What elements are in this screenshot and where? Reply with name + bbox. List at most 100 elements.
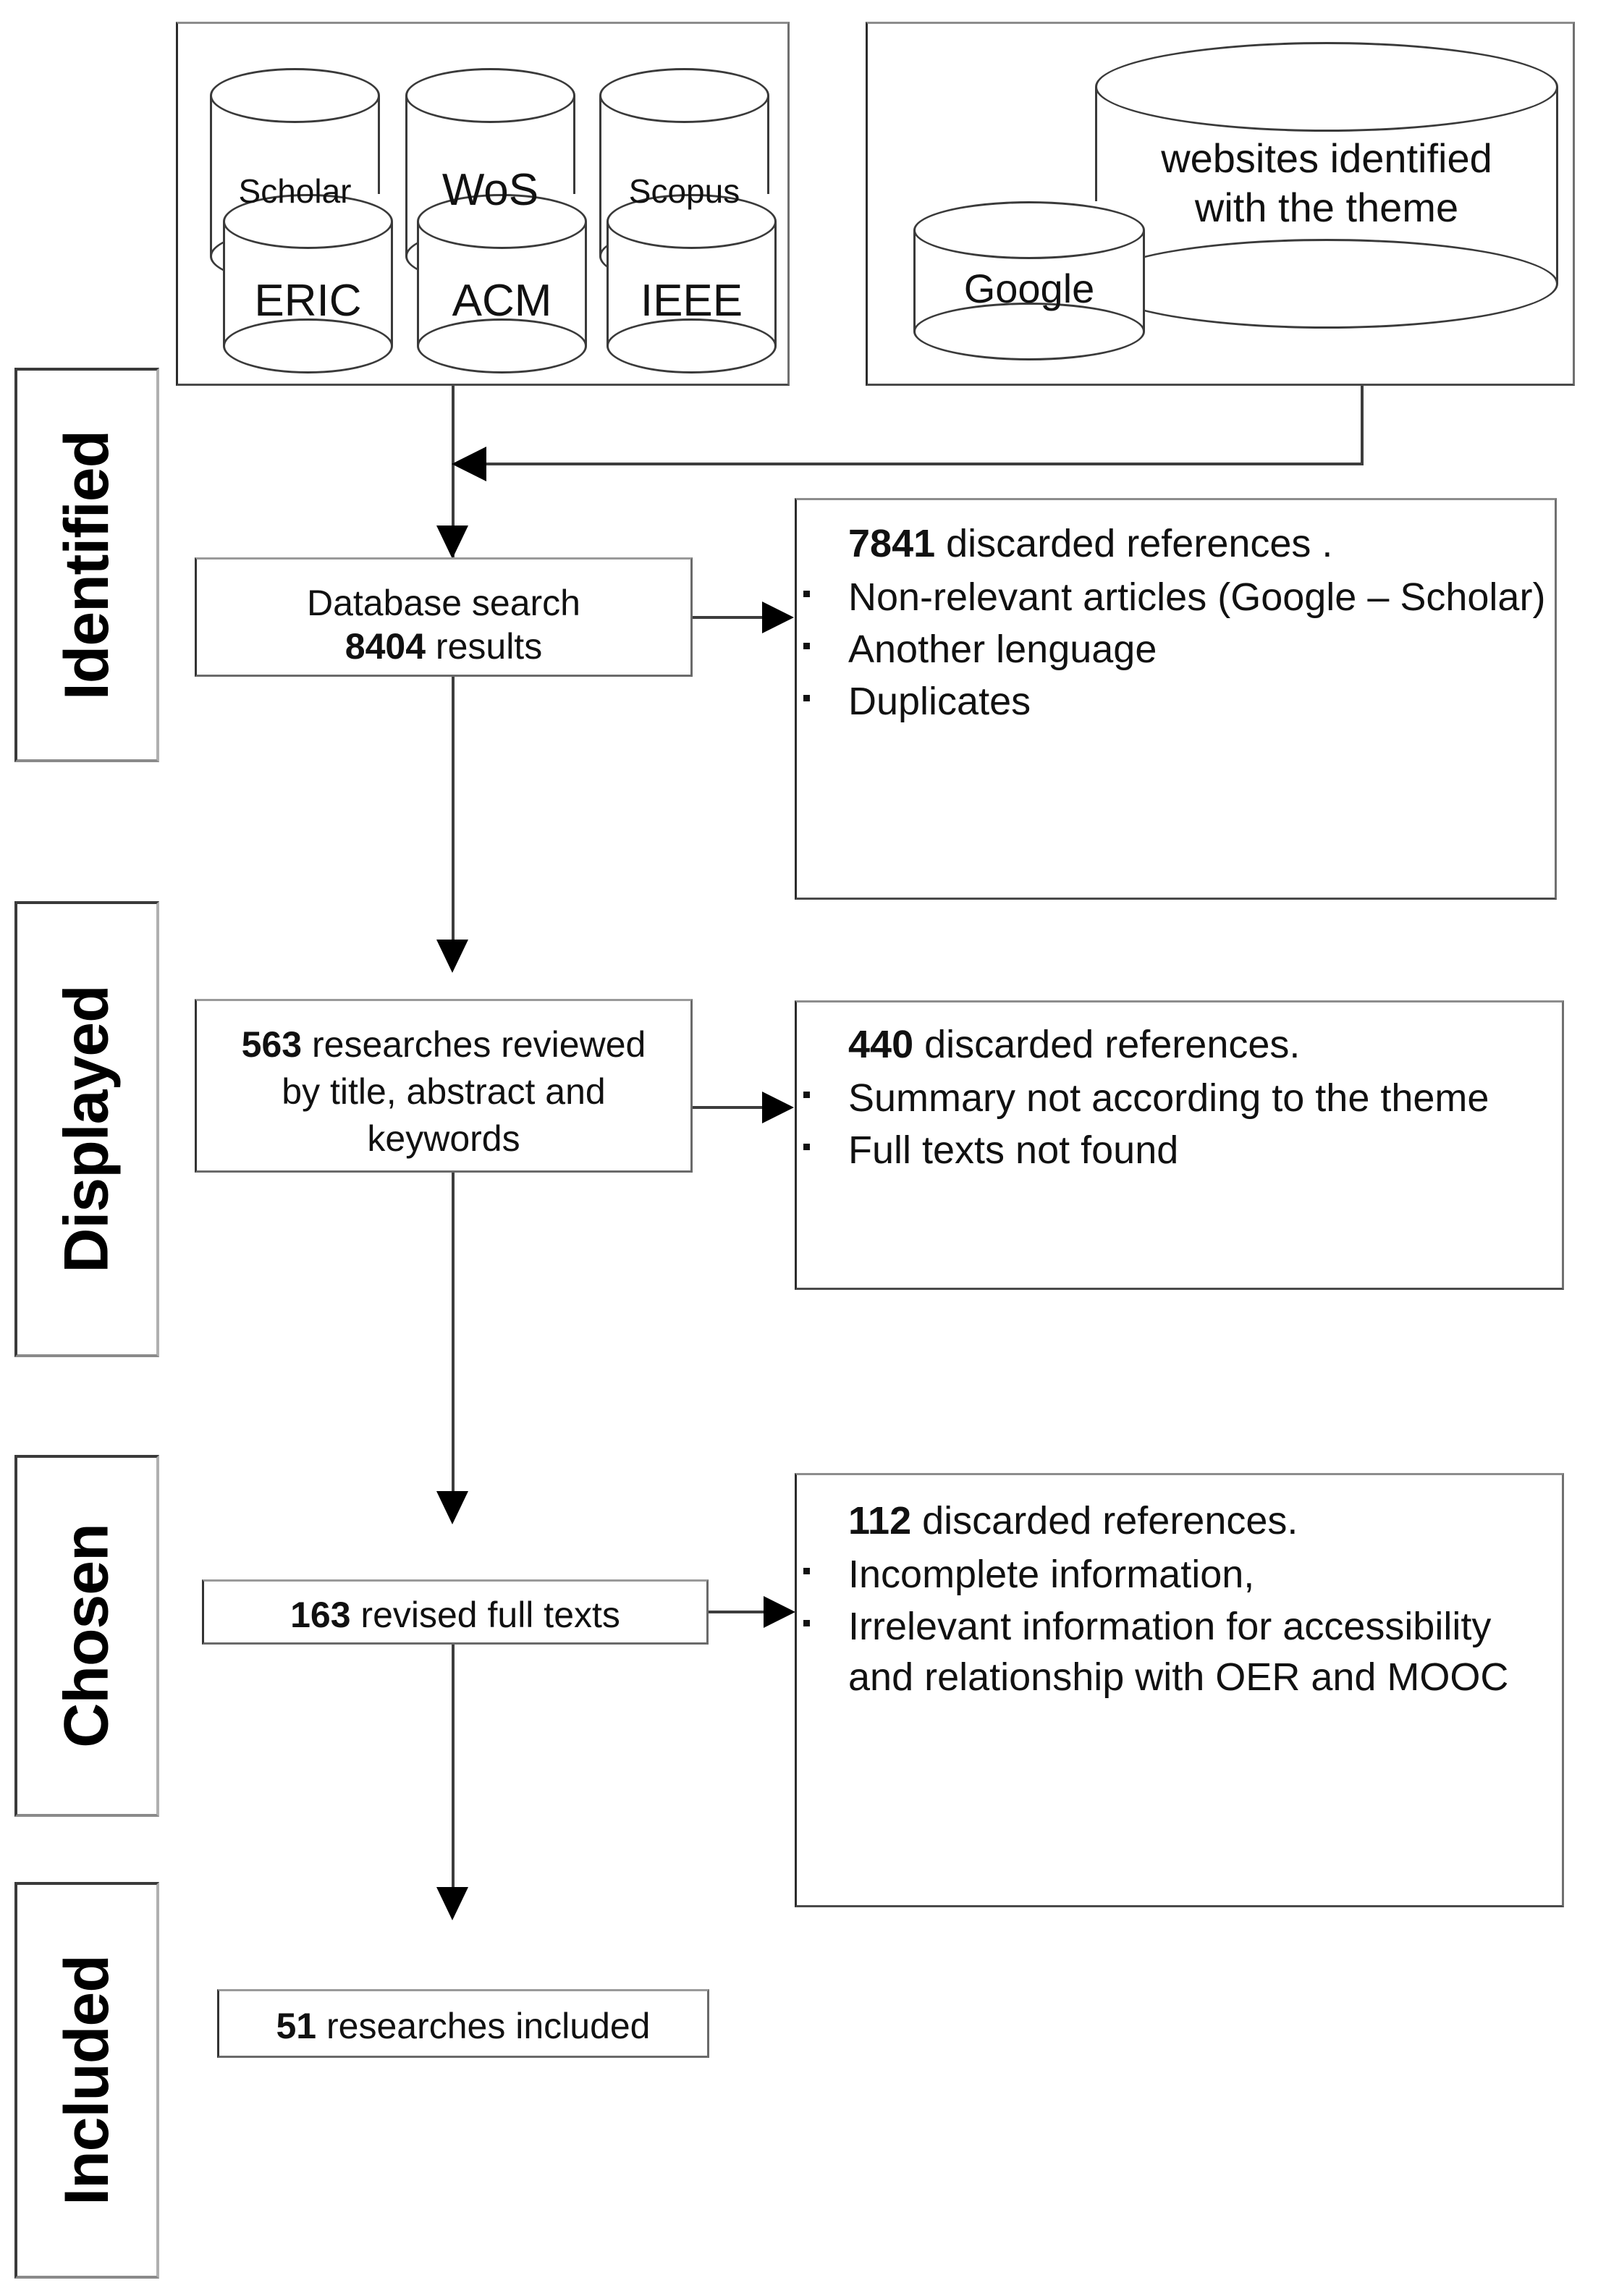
screened-count: 563 [241,1024,303,1065]
cylinder-top-ellipse [1095,42,1558,132]
cylinder-top-ellipse [607,194,777,249]
connector-fulltext-to-exclusion3-arrowhead [764,1596,795,1628]
stage-label-included-text: Included [52,1955,122,2206]
exclusion-count-112: 112 [848,1499,912,1542]
exclusion-content-440: 440 discarded references. Summary not ac… [795,1021,1564,1177]
exclusion-heading-7841: 7841 discarded references . [795,520,1557,569]
fulltext-count-suffix: revised full texts [350,1595,620,1635]
cylinder-bottom-ellipse [417,318,587,373]
database-search-count-suffix: results [426,626,543,667]
exclusion-box-7841 [795,498,1557,900]
stage-label-displayed: Displayed [14,901,159,1357]
included-box: 51 researches included [217,1989,709,2058]
database-cylinder-label: IEEE [640,276,743,326]
database-search-count: 8404 [345,626,426,667]
screened-line2: by title, abstract and [282,1071,606,1112]
list-item: Non-relevant articles (Google – Scholar) [795,572,1557,622]
database-cylinder-ieee: IEEE [607,194,777,373]
connector-screened-to-exclusion2 [693,1106,765,1109]
screened-count-suffix: researches reviewed [302,1024,646,1065]
exclusion-box-440 [795,1000,1564,1290]
bullet-icon [803,590,810,597]
exclusion-reason-text: Full texts not found [848,1128,1179,1172]
websites-cylinder-label-line2: with the theme [1194,185,1459,230]
bullet-icon [803,1143,810,1150]
database-search-line2: 8404 results [197,623,690,670]
connector-websites-horizontal [486,463,1364,465]
stage-label-chosen: Chosen [14,1455,159,1817]
exclusion-reason-text: Duplicates [848,679,1031,723]
exclusion-heading-112: 112 discarded references. [795,1497,1564,1546]
exclusion-box-112 [795,1473,1564,1907]
fulltext-box: 163 revised full texts [202,1579,709,1645]
exclusion-reason-list-112: Incomplete information, Irrelevant infor… [795,1549,1564,1703]
connector-search-to-screened [452,677,455,966]
connector-websites-vertical [1361,386,1364,465]
database-cylinder-label: Scholar [238,172,352,210]
connector-search-to-exclusion1 [693,616,765,619]
cylinder-top-ellipse [210,68,380,123]
connector-databases-arrowhead [436,526,468,559]
database-cylinder-eric: ERIC [223,194,393,373]
database-search-box: Database search 8404 results [195,557,693,677]
websites-cylinder: websites identified with the theme [1095,42,1558,332]
database-cylinder-label: ERIC [254,276,362,326]
cylinder-top-ellipse [599,68,769,123]
bullet-icon [803,694,810,701]
database-cylinder-acm: ACM [417,194,587,373]
google-cylinder: Google [913,201,1145,360]
websites-cylinder-label-line1: websites identified [1161,135,1492,181]
list-item: Full texts not found [795,1125,1564,1176]
exclusion-reason-text: Incomplete information, [848,1552,1255,1596]
cylinder-top-ellipse [913,201,1145,259]
list-item: Another lenguage [795,624,1557,675]
connector-search-to-screened-arrowhead [436,940,468,973]
cylinder-bottom-ellipse [1095,239,1558,329]
bullet-icon [803,1091,810,1098]
database-cylinder-label: ACM [452,276,552,326]
cylinder-top-ellipse [405,68,575,123]
screened-line3: keywords [367,1118,520,1159]
stage-label-displayed-text: Displayed [52,985,122,1273]
stage-label-chosen-text: Chosen [52,1524,122,1748]
database-cylinder-label: WoS [441,165,539,215]
connector-screened-to-fulltext-arrowhead [436,1491,468,1524]
exclusion-heading-suffix-440: discarded references. [913,1023,1301,1066]
stage-label-included: Included [14,1882,159,2279]
included-line: 51 researches included [219,2003,707,2049]
connector-screened-to-fulltext [452,1173,455,1518]
fulltext-count: 163 [290,1595,351,1635]
list-item: Summary not according to the theme [795,1073,1564,1123]
google-cylinder-label: Google [963,266,1095,311]
screened-line1: 563 researches reviewed [197,1021,690,1068]
bullet-icon [803,642,810,649]
fulltext-line: 163 revised full texts [204,1592,706,1638]
exclusion-reason-list-440: Summary not according to the theme Full … [795,1073,1564,1176]
stage-label-identified-text: Identified [52,430,122,700]
exclusion-reason-text: Summary not according to the theme [848,1076,1489,1120]
database-search-line1: Database search [306,583,580,623]
connector-fulltext-to-included-arrowhead [436,1887,468,1920]
connector-fulltext-to-included [452,1645,455,1914]
exclusion-count-7841: 7841 [848,522,936,565]
list-item: Duplicates [795,676,1557,727]
exclusion-content-112: 112 discarded references. Incomplete inf… [795,1497,1564,1704]
exclusion-reason-text: Non-relevant articles (Google – Scholar) [848,575,1546,619]
cylinder-bottom-ellipse [607,318,777,373]
exclusion-heading-suffix-112: discarded references. [911,1499,1298,1542]
exclusion-heading-suffix-7841: discarded references . [935,522,1333,565]
exclusion-reason-text: Irrelevant information for accessibility… [848,1604,1509,1699]
connector-websites-arrowhead [452,447,486,481]
exclusion-reason-list-7841: Non-relevant articles (Google – Scholar)… [795,572,1557,727]
connector-screened-to-exclusion2-arrowhead [762,1092,794,1123]
list-item: Incomplete information, [795,1549,1564,1600]
screened-box: 563 researches reviewed by title, abstra… [195,999,693,1173]
database-cylinder-label: Scopus [628,172,740,210]
exclusion-content-7841: 7841 discarded references . Non-relevant… [795,520,1557,728]
exclusion-heading-440: 440 discarded references. [795,1021,1564,1070]
connector-fulltext-to-exclusion3 [709,1611,766,1613]
cylinder-top-ellipse [223,194,393,249]
cylinder-bottom-ellipse [913,303,1145,360]
cylinder-top-ellipse [417,194,587,249]
